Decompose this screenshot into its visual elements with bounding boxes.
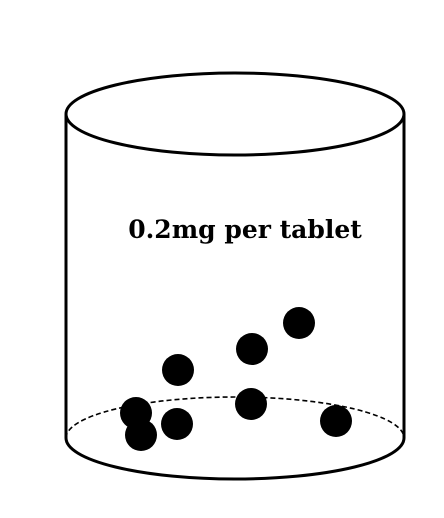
- cylinder-bottom-back-edge: [65, 396, 405, 439]
- tablet: [283, 307, 315, 339]
- tablet: [161, 408, 193, 440]
- tablet: [235, 388, 267, 420]
- tablets: [120, 307, 352, 451]
- tablet: [236, 333, 268, 365]
- cylinder-top-rim: [64, 71, 406, 157]
- dosage-label: 0.2mg per tablet: [128, 215, 362, 244]
- tablet: [162, 354, 194, 386]
- tablet: [125, 419, 157, 451]
- tablet: [320, 405, 352, 437]
- cylinder-bottom-front-edge: [64, 437, 406, 481]
